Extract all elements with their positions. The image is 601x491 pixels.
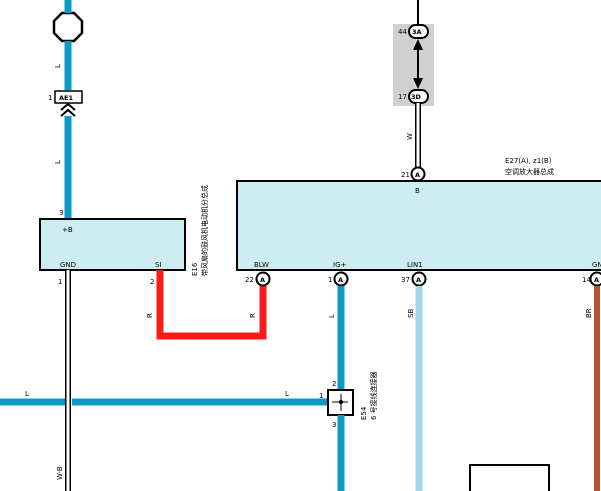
jb-pin-top: 44 bbox=[398, 28, 407, 36]
blower-pin-si-name: SI bbox=[155, 261, 162, 269]
bottom-component-box bbox=[469, 464, 550, 491]
amp-pin-gn-number: 14 bbox=[582, 276, 591, 284]
amplifier-box bbox=[236, 180, 601, 271]
wire-label-l-ig: L bbox=[328, 314, 336, 318]
connector-ae1-pin: 1 bbox=[48, 94, 52, 102]
wire-label-l-2: L bbox=[54, 160, 62, 164]
amp-pin-gn-connector bbox=[589, 271, 601, 287]
amp-pin-blw-number: 22 bbox=[245, 276, 254, 284]
blower-pin-gnd-number: 1 bbox=[58, 278, 62, 286]
amp-pin-ig-name: IG+ bbox=[333, 261, 346, 269]
connector-ae1-label: AE1 bbox=[59, 94, 73, 102]
wire-label-l-1: L bbox=[54, 64, 62, 68]
blower-pin-si-number: 2 bbox=[150, 278, 154, 286]
joint-pin-bottom: 3 bbox=[332, 421, 336, 429]
amp-pin-ig-number: 1 bbox=[328, 276, 332, 284]
joint-connector-dot bbox=[338, 399, 344, 405]
amp-pin-gn-name: GN bbox=[592, 261, 601, 269]
amplifier-code: E27(A), z1(B) bbox=[505, 157, 552, 165]
amp-pin-b-name: B bbox=[415, 187, 420, 195]
wire-label-r-left: R bbox=[146, 313, 154, 318]
blower-module-box bbox=[39, 218, 186, 271]
jb-connector-3a-label: 3A bbox=[412, 28, 422, 36]
blower-module-name: 带风扇的鼓风机电动机分总成 bbox=[200, 185, 209, 276]
amp-pin-ig-connector bbox=[333, 271, 349, 287]
amp-pin-b-number: 21 bbox=[401, 171, 410, 179]
wire-label-br: BR bbox=[585, 308, 593, 318]
connector-ae1 bbox=[54, 90, 83, 104]
jb-arrow-up bbox=[413, 39, 423, 50]
joint-connector-code: E54 bbox=[360, 406, 368, 420]
amp-pin-gn-conn-label: A bbox=[594, 276, 599, 284]
blower-pin-top: 3 bbox=[59, 209, 63, 217]
connector-ae1-chevron bbox=[60, 102, 76, 117]
wire-si-to-blw bbox=[156, 270, 267, 340]
wire-label-l-h-left: L bbox=[25, 390, 29, 398]
wire-label-wb: W-B bbox=[56, 466, 64, 480]
amplifier-name: 空调放大器总成 bbox=[505, 167, 554, 176]
amp-pin-lin1-number: 37 bbox=[401, 276, 410, 284]
blower-pin-gnd-name: GND bbox=[60, 261, 76, 269]
jb-pin-bottom: 17 bbox=[398, 93, 407, 101]
amp-pin-b-conn-label: A bbox=[415, 171, 420, 179]
joint-pin-left: 1 bbox=[319, 392, 323, 400]
jb-arrow-down bbox=[413, 78, 423, 89]
amp-pin-lin1-name: LIN1 bbox=[407, 261, 423, 269]
blower-module-code: E16 bbox=[191, 262, 199, 276]
blower-pin-b-name: +B bbox=[62, 226, 73, 234]
power-source-octagon bbox=[52, 11, 84, 43]
amp-pin-lin1-connector bbox=[411, 271, 427, 287]
amp-pin-blw-conn-label: A bbox=[260, 276, 265, 284]
amp-pin-blw-name: BLW bbox=[254, 261, 269, 269]
wire-label-sb: SB bbox=[407, 309, 415, 318]
wire-label-w: W bbox=[406, 133, 414, 140]
joint-pin-top: 2 bbox=[332, 380, 336, 388]
amp-pin-blw-connector bbox=[255, 271, 271, 287]
jb-connector-3d-label: 3D bbox=[411, 93, 422, 101]
amp-pin-lin1-conn-label: A bbox=[416, 276, 421, 284]
wire-label-r-right: R bbox=[249, 313, 257, 318]
jb-connector-3a bbox=[408, 24, 429, 39]
amp-pin-ig-conn-label: A bbox=[338, 276, 343, 284]
joint-connector-name: 6 号接线连接器 bbox=[369, 371, 378, 420]
wire-label-l-h-right: L bbox=[285, 390, 289, 398]
